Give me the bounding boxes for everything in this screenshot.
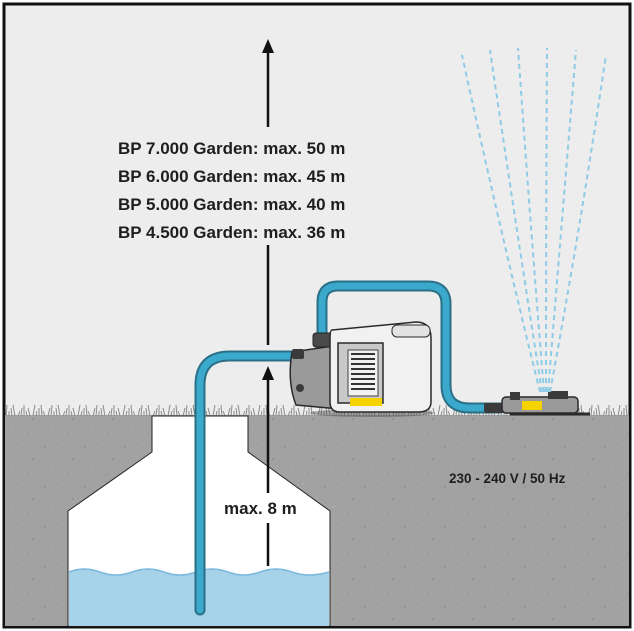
power-supply-label: 230 - 240 V / 50 Hz (449, 471, 566, 486)
pump-brand-label (350, 398, 382, 406)
suction-depth-label: max. 8 m (224, 499, 297, 518)
head-label-bp7000: BP 7.000 Garden: max. 50 m (118, 139, 345, 158)
hose-coupling (484, 403, 504, 413)
water-spray (461, 47, 607, 393)
spray-stream (461, 54, 541, 393)
head-label-bp5000: BP 5.000 Garden: max. 40 m (118, 195, 345, 214)
pump-handle (391, 324, 431, 338)
spray-stream (547, 49, 577, 393)
garden-pump (289, 321, 434, 417)
sprinkler (484, 391, 590, 416)
delivery-hose (318, 282, 504, 412)
spray-stream (545, 47, 548, 393)
head-label-bp6000: BP 6.000 Garden: max. 45 m (118, 167, 345, 186)
spray-stream (517, 47, 545, 393)
suction-depth-arrow (262, 366, 274, 566)
spray-stream (489, 49, 543, 393)
inlet-connector (292, 349, 304, 359)
head-label-bp4500: BP 4.500 Garden: max. 36 m (118, 223, 345, 242)
suction-hose (196, 352, 304, 614)
delivery-head-arrow (262, 39, 274, 345)
